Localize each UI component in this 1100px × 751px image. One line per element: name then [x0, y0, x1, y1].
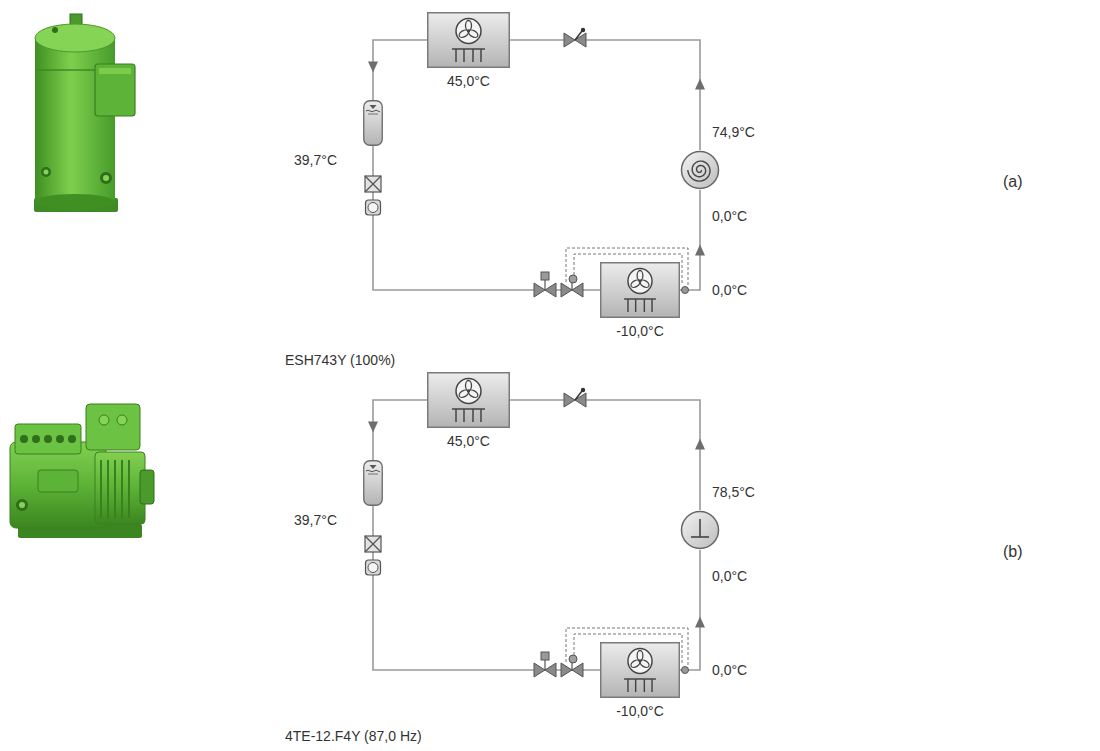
check-valve [564, 28, 586, 47]
condenser-box: 45,0°C [427, 372, 510, 428]
expansion-valve [561, 655, 583, 677]
temperature-label: 78,5°C [712, 484, 755, 500]
sight-glass [366, 560, 381, 575]
receiver-icon [363, 100, 383, 146]
pipe-connector [373, 146, 600, 290]
solenoid-valve [534, 272, 556, 297]
evaporator-box: -10,0°C [600, 642, 680, 698]
receiver-vessel: 39,7°C [363, 100, 383, 146]
pipe-connector [510, 40, 705, 150]
pipe-line [510, 400, 700, 510]
panel-letter: (b) [1003, 544, 1023, 560]
flow-arrowhead [695, 439, 705, 450]
temperature-label: 39,7°C [294, 152, 337, 168]
pipe-line [373, 400, 427, 460]
pipe-line [510, 40, 700, 150]
flow-arrowhead [368, 422, 378, 433]
solenoid-valve [534, 652, 556, 677]
condenser-box: 45,0°C [427, 12, 510, 68]
pipe-connector [680, 550, 705, 670]
temperature-label: 45,0°C [447, 73, 490, 89]
sight-glass [366, 200, 381, 215]
check-valve [564, 388, 586, 407]
filter-drier [365, 176, 381, 192]
filter-drier [365, 536, 381, 552]
pipe-connector [368, 400, 427, 460]
temperature-label: 39,7°C [294, 512, 337, 528]
heat-exchanger-icon [427, 12, 510, 68]
reciprocating-compressor-illustration [10, 404, 154, 538]
pipe-line [373, 40, 427, 100]
flow-arrowhead [695, 245, 705, 256]
compressor-model: 4TE-12.F4Y (87,0 Hz) [285, 728, 422, 744]
scroll-compressor-illustration [34, 14, 135, 212]
receiver-vessel: 39,7°C [363, 460, 383, 506]
evaporator-box: -10,0°C [600, 262, 680, 318]
flow-arrowhead [695, 617, 705, 628]
pipe-connector [680, 190, 705, 290]
temperature-label: 0,0°C [712, 662, 747, 678]
heat-exchanger-icon [600, 262, 680, 318]
compressor-symbol: 78,5°C [680, 510, 720, 550]
temperature-label: 45,0°C [447, 433, 490, 449]
flow-arrowhead [695, 79, 705, 90]
scroll-compressor-icon [680, 150, 720, 190]
receiver-icon [363, 460, 383, 506]
pipe-line [373, 146, 600, 290]
temperature-label: 0,0°C [712, 568, 747, 584]
pipe-connector [510, 400, 705, 510]
temperature-label: -10,0°C [616, 703, 664, 719]
temperature-label: 0,0°C [712, 208, 747, 224]
piston-compressor-icon [680, 510, 720, 550]
temperature-label: 0,0°C [712, 282, 747, 298]
pipe-line [680, 190, 700, 290]
pipe-connector [368, 40, 427, 100]
panel-letter: (a) [1003, 174, 1023, 190]
heat-exchanger-icon [427, 372, 510, 428]
flow-arrowhead [368, 62, 378, 73]
heat-exchanger-icon [600, 642, 680, 698]
compressor-model: ESH743Y (100%) [285, 352, 395, 368]
compressor-symbol: 74,9°C [680, 150, 720, 190]
pipe-line [680, 550, 700, 670]
expansion-valve [561, 275, 583, 297]
temperature-label: -10,0°C [616, 323, 664, 339]
temperature-label: 74,9°C [712, 124, 755, 140]
